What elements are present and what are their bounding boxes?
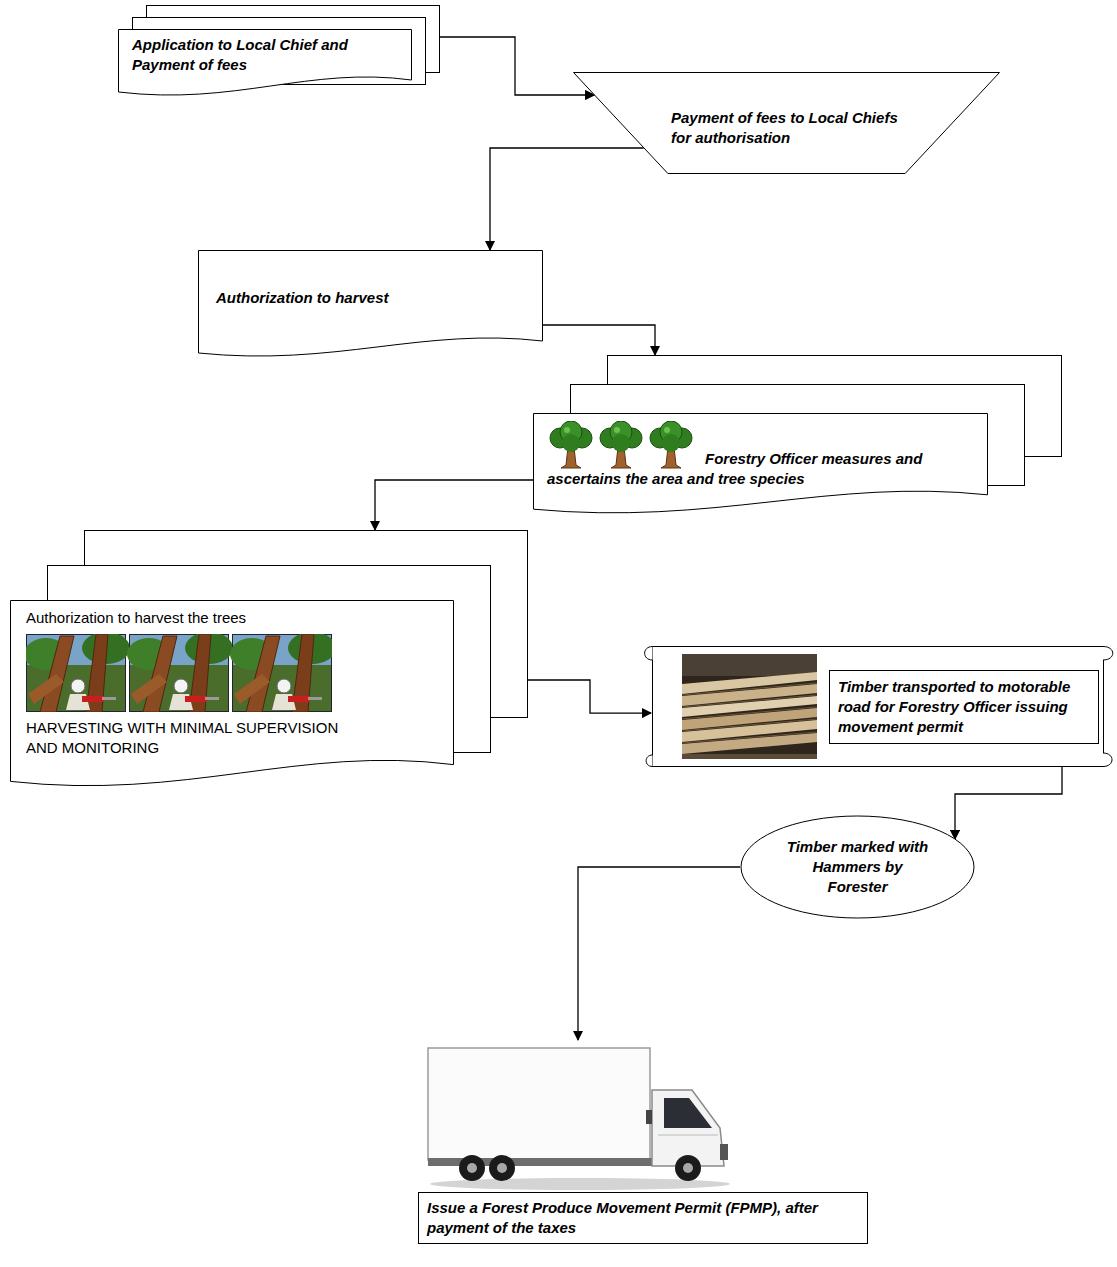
node-text: Timber marked with Hammers by Forester bbox=[783, 837, 933, 897]
tree-felling-pictures bbox=[26, 634, 332, 712]
flow-arrow bbox=[490, 148, 644, 250]
document-stack: Application to Local Chief and Payment o… bbox=[118, 5, 440, 97]
manual-operation: Payment of fees to Local Chiefs for auth… bbox=[573, 72, 1000, 174]
node-text: Timber transported to motorable road for… bbox=[838, 677, 1090, 737]
document-stack: Forestry Officer measures and ascertains… bbox=[533, 355, 1062, 515]
permit-frame: Issue a Forest Produce Movement Permit (… bbox=[418, 1192, 868, 1244]
scroll-box: Timber transported to motorable road for… bbox=[640, 640, 1117, 773]
flow-arrow bbox=[578, 867, 740, 1040]
document-stack: Authorization to harvest the trees HARVE… bbox=[10, 530, 528, 788]
flow-arrow bbox=[955, 767, 1062, 839]
node-text: Authorization to harvest the trees bbox=[26, 608, 444, 628]
permit-box: Issue a Forest Produce Movement Permit (… bbox=[418, 1040, 868, 1244]
flow-arrow bbox=[375, 480, 533, 530]
node-text: Authorization to harvest bbox=[216, 288, 527, 308]
ellipse-node: Timber marked with Hammers by Forester bbox=[740, 815, 975, 919]
timber-photo bbox=[682, 654, 817, 759]
text-frame: Timber transported to motorable road for… bbox=[829, 670, 1099, 744]
node-text: Application to Local Chief and Payment o… bbox=[132, 35, 402, 75]
truck-picture bbox=[420, 1040, 732, 1192]
flow-arrow bbox=[440, 37, 594, 95]
document-box: Authorization to harvest bbox=[198, 250, 543, 358]
tree-icons bbox=[547, 421, 697, 469]
node-text: Issue a Forest Produce Movement Permit (… bbox=[427, 1198, 859, 1238]
flow-arrow bbox=[528, 680, 651, 713]
flow-arrow bbox=[543, 325, 655, 355]
node-text: HARVESTING WITH MINIMAL SUPERVISION AND … bbox=[26, 718, 366, 758]
node-text: Payment of fees to Local Chiefs for auth… bbox=[671, 108, 905, 148]
